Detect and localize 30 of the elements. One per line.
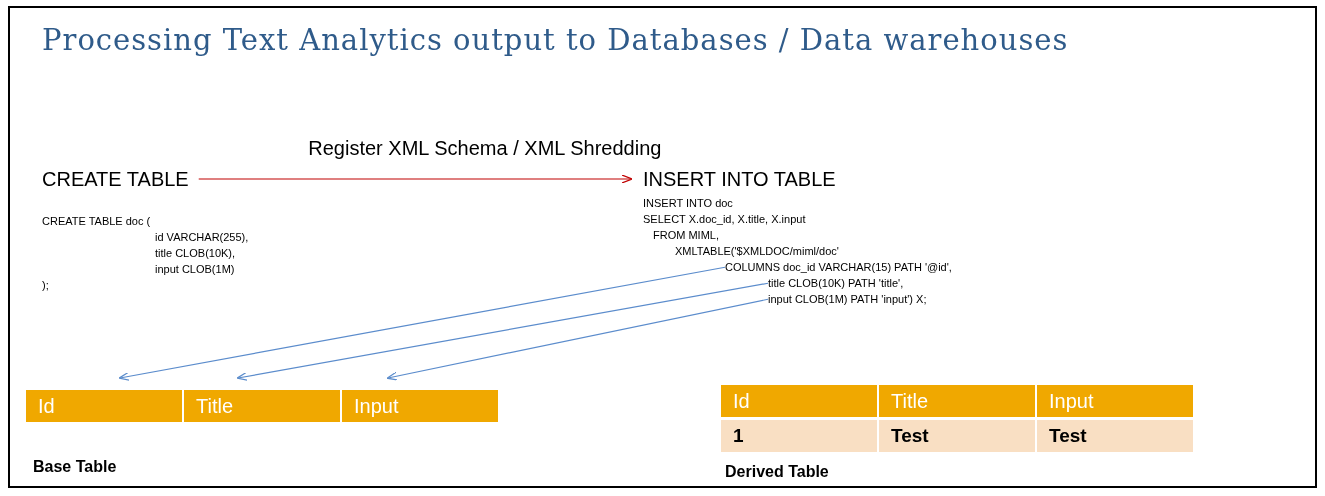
- table-header-cell: Id: [721, 385, 877, 417]
- table-header-cell: Id: [26, 390, 182, 422]
- code-line: input CLOB(1M) PATH 'input') X;: [768, 291, 927, 308]
- arrow: [386, 298, 769, 381]
- table-header-cell: Input: [342, 390, 498, 422]
- table-cell: Test: [1037, 420, 1193, 452]
- code-line: COLUMNS doc_id VARCHAR(15) PATH '@id',: [725, 259, 952, 276]
- table-caption: Base Table: [33, 457, 117, 477]
- arrow: [118, 266, 726, 381]
- table-header-cell: Input: [1037, 385, 1193, 417]
- table-header-cell: Title: [184, 390, 340, 422]
- code-line: id VARCHAR(255),: [155, 230, 249, 245]
- table-cell: 1: [721, 420, 877, 452]
- code-line: input CLOB(1M): [155, 262, 235, 277]
- arrow: [236, 282, 769, 381]
- code-line: title CLOB(10K),: [155, 246, 236, 261]
- arrow: [198, 174, 633, 184]
- code-line: INSERT INTO doc: [643, 196, 733, 211]
- table-header-cell: Title: [879, 385, 1035, 417]
- code-line: XMLTABLE('$XMLDOC/miml/doc': [675, 244, 839, 259]
- section-heading: CREATE TABLE: [42, 164, 189, 194]
- section-heading: INSERT INTO TABLE: [643, 164, 836, 194]
- code-line: FROM MIML,: [653, 228, 719, 243]
- code-line: SELECT X.doc_id, X.title, X.input: [643, 212, 806, 227]
- code-line: title CLOB(10K) PATH 'title',: [768, 275, 904, 292]
- code-line: );: [42, 278, 49, 293]
- slide-title: Processing Text Analytics output to Databases / Data warehouses: [42, 22, 1070, 58]
- code-line: CREATE TABLE doc (: [42, 214, 151, 229]
- table-cell: Test: [879, 420, 1035, 452]
- table-caption: Derived Table: [725, 462, 829, 482]
